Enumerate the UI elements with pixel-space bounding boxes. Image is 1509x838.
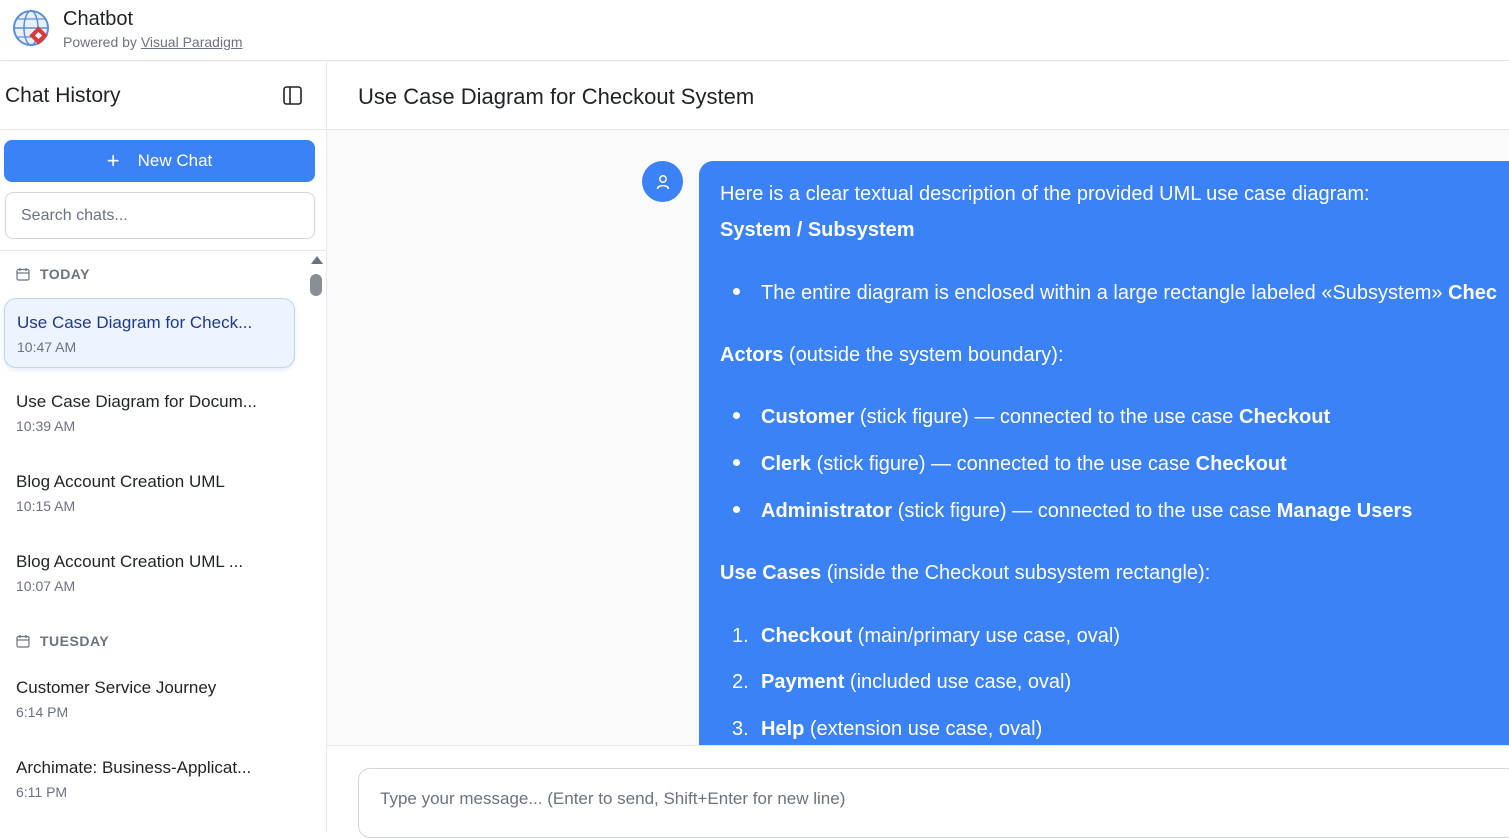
search-chats-input[interactable] xyxy=(5,192,315,239)
group-header-today: TODAY xyxy=(16,266,90,282)
chat-time: 6:11 PM xyxy=(16,784,68,800)
bullet-dot xyxy=(733,459,740,466)
usecase-desc: (main/primary use case, oval) xyxy=(852,625,1120,647)
chat-main: Use Case Diagram for Checkout System Her… xyxy=(327,62,1509,838)
group-label: TODAY xyxy=(40,266,90,282)
actor-name: Customer xyxy=(761,406,855,428)
system-bullet: The entire diagram is enclosed within a … xyxy=(761,280,1497,306)
user-avatar xyxy=(642,161,683,202)
chat-time: 10:47 AM xyxy=(17,339,77,355)
scroll-up-arrow-icon[interactable] xyxy=(311,256,323,264)
usecase-desc: (included use case, oval) xyxy=(844,671,1072,693)
sidebar-header: Chat History xyxy=(0,62,326,130)
globe-logo-icon xyxy=(12,9,52,49)
group-label: TUESDAY xyxy=(40,633,110,649)
top-bar: Chatbot Powered by Visual Paradigm xyxy=(0,0,1509,61)
bullet-dot xyxy=(733,288,740,295)
chat-title: Archimate: Business-Applicat... xyxy=(16,758,252,777)
plus-icon: + xyxy=(106,148,120,173)
scroll-thumb[interactable] xyxy=(310,274,322,296)
actor-target: Checkout xyxy=(1239,406,1331,428)
chat-title: Blog Account Creation UML xyxy=(16,472,225,491)
bullet-dot xyxy=(733,506,740,513)
chat-item[interactable]: Use Case Diagram for Docum... 10:39 AM xyxy=(4,378,295,448)
chat-item[interactable]: Customer Service Journey 6:14 PM xyxy=(4,664,295,734)
chat-item-active[interactable]: Use Case Diagram for Check... 10:47 AM xyxy=(4,298,295,368)
actor-name: Administrator xyxy=(761,500,893,522)
list-number: 2. xyxy=(732,671,749,693)
calendar-icon xyxy=(16,635,30,648)
heading-usecases: Use Cases (inside the Checkout subsystem… xyxy=(720,560,1210,586)
actor-desc: (stick figure) — connected to the use ca… xyxy=(854,406,1239,428)
chat-history-list: TODAY Use Case Diagram for Check... 10:4… xyxy=(0,252,306,832)
actor-item: Clerk (stick figure) — connected to the … xyxy=(761,451,1287,477)
chat-title: Use Case Diagram for Check... xyxy=(17,313,253,332)
heading-actors: Actors (outside the system boundary): xyxy=(720,342,1064,368)
conversation-title: Use Case Diagram for Checkout System xyxy=(358,84,755,109)
powered-by: Powered by Visual Paradigm xyxy=(63,34,243,50)
sidebar-title: Chat History xyxy=(5,84,121,107)
actor-target: Checkout xyxy=(1195,453,1287,475)
actor-desc: (stick figure) — connected to the use ca… xyxy=(892,500,1277,522)
chat-time: 6:14 PM xyxy=(16,704,69,720)
chat-title: Use Case Diagram for Docum... xyxy=(16,392,257,411)
calendar-icon xyxy=(16,268,30,281)
system-bullet-text: The entire diagram is enclosed within a … xyxy=(761,282,1449,304)
visual-paradigm-link[interactable]: Visual Paradigm xyxy=(140,34,243,50)
conversation-header: Use Case Diagram for Checkout System xyxy=(327,62,1509,130)
heading-usecases-rest: (inside the Checkout subsystem rectangle… xyxy=(821,562,1211,584)
chat-item[interactable]: Archimate: Business-Applicat... 6:11 PM xyxy=(4,744,295,814)
group-header-tuesday: TUESDAY xyxy=(16,633,109,649)
usecase-item: Help (extension use case, oval) xyxy=(761,716,1042,742)
actor-item: Administrator (stick figure) — connected… xyxy=(761,498,1412,524)
actor-desc: (stick figure) — connected to the use ca… xyxy=(811,453,1196,475)
bullet-dot xyxy=(733,412,740,419)
heading-actors-bold: Actors xyxy=(720,344,784,366)
sidebar-divider xyxy=(0,250,326,251)
usecase-name: Payment xyxy=(761,671,845,693)
message-bubble: Here is a clear textual description of t… xyxy=(699,161,1509,745)
actor-item: Customer (stick figure) — connected to t… xyxy=(761,404,1330,430)
list-number: 1. xyxy=(732,625,749,647)
heading-system: System / Subsystem xyxy=(720,217,915,243)
app-title: Chatbot xyxy=(63,8,134,30)
chat-history-sidebar: Chat History + New Chat TODAY Use Case D… xyxy=(0,62,327,832)
message-input[interactable] xyxy=(358,768,1509,838)
heading-usecases-bold: Use Cases xyxy=(720,562,822,584)
new-chat-button[interactable]: + New Chat xyxy=(4,140,315,182)
usecase-item: Payment (included use case, oval) xyxy=(761,669,1071,695)
usecase-name: Help xyxy=(761,718,805,740)
message-list[interactable]: Here is a clear textual description of t… xyxy=(327,130,1509,745)
chat-item[interactable]: Blog Account Creation UML 10:15 AM xyxy=(4,458,295,528)
chat-time: 10:15 AM xyxy=(16,498,76,514)
message-intro: Here is a clear textual description of t… xyxy=(720,183,1370,205)
system-bullet-bold: Chec xyxy=(1448,282,1497,304)
actor-name: Clerk xyxy=(761,453,812,475)
actor-target: Manage Users xyxy=(1276,500,1413,522)
chat-time: 10:07 AM xyxy=(16,578,76,594)
chat-item[interactable]: Blog Account Creation UML ... 10:07 AM xyxy=(4,538,295,608)
sidebar-scrollbar[interactable] xyxy=(309,252,323,832)
search-container xyxy=(5,192,315,239)
powered-by-prefix: Powered by xyxy=(63,34,141,50)
usecase-desc: (extension use case, oval) xyxy=(804,718,1043,740)
usecase-name: Checkout xyxy=(761,625,853,647)
chat-time: 10:39 AM xyxy=(16,418,76,434)
heading-actors-rest: (outside the system boundary): xyxy=(783,344,1064,366)
heading-system-text: System / Subsystem xyxy=(720,219,915,241)
chat-title: Customer Service Journey xyxy=(16,678,217,697)
chat-title: Blog Account Creation UML ... xyxy=(16,552,244,571)
new-chat-label: New Chat xyxy=(137,151,213,170)
user-icon xyxy=(656,174,669,189)
list-number: 3. xyxy=(732,718,749,740)
sidebar-toggle-icon[interactable] xyxy=(283,86,302,105)
usecase-item: Checkout (main/primary use case, oval) xyxy=(761,623,1120,649)
composer-area xyxy=(327,745,1509,838)
